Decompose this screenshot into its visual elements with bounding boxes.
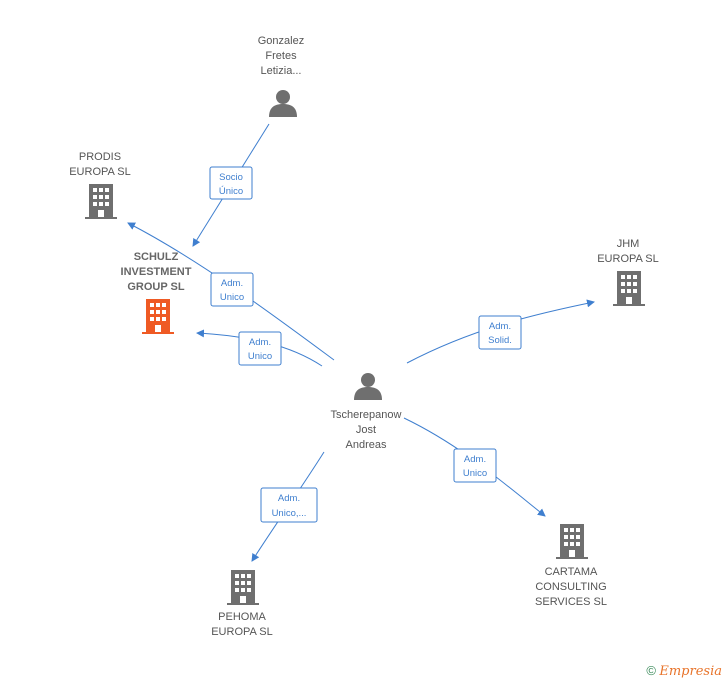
node-label-line: EUROPA SL (597, 253, 659, 265)
edge-label-adm-prodis[interactable]: Adm. Unico (210, 272, 254, 307)
footer-brand: © Empresia (646, 663, 722, 679)
node-label-line: Gonzalez (258, 35, 304, 47)
node-label-line: Fretes (265, 50, 297, 62)
edge-label-line: Adm. (489, 321, 511, 332)
node-label-line: SERVICES SL (535, 596, 607, 608)
node-label-line: SCHULZ (134, 251, 179, 263)
edges (127, 123, 595, 562)
edge-label-adm-pehoma[interactable]: Adm. Unico,... (260, 487, 318, 523)
edge-label-line: Unico (248, 351, 272, 362)
edge-label-line: Socio (219, 172, 243, 183)
person-icon (354, 373, 382, 400)
node-label-line: JHM (617, 238, 640, 250)
node-label-line: Jost (356, 424, 376, 436)
edge-label-line: Adm. (278, 493, 300, 504)
node-cartama[interactable]: CARTAMA CONSULTING SERVICES SL (535, 524, 607, 608)
edge-label-socio[interactable]: Socio Único (209, 166, 253, 200)
building-icon (613, 271, 645, 306)
node-label-line: PEHOMA (218, 611, 266, 623)
edge-label-line: Único (219, 186, 243, 197)
building-icon (227, 570, 259, 605)
building-icon (142, 299, 174, 334)
edge-label-adm-jhm[interactable]: Adm. Solid. (478, 315, 522, 350)
building-icon (556, 524, 588, 559)
node-label-line: CONSULTING (535, 581, 606, 593)
edge-label-adm-cartama[interactable]: Adm. Unico (453, 448, 497, 483)
node-label-line: GROUP SL (127, 281, 185, 293)
edge-label-line: Adm. (249, 337, 271, 348)
node-label-line: Tscherepanow (331, 409, 402, 421)
brand-logo: Empresia (659, 664, 722, 679)
copyright-symbol: © (646, 663, 657, 678)
edge-label-line: Solid. (488, 335, 512, 346)
node-tscherepanow[interactable]: Tscherepanow Jost Andreas (331, 373, 402, 451)
node-label-line: Letizia... (261, 65, 302, 77)
node-schulz[interactable]: SCHULZ INVESTMENT GROUP SL (121, 251, 192, 334)
node-prodis[interactable]: PRODIS EUROPA SL (69, 151, 131, 219)
node-label-line: INVESTMENT (121, 266, 192, 278)
edge-label-adm-schulz[interactable]: Adm. Unico (238, 331, 282, 366)
node-gonzalez[interactable]: Gonzalez Fretes Letizia... (258, 35, 304, 117)
node-label-line: EUROPA SL (69, 166, 131, 178)
edge-label-line: Unico (463, 468, 487, 479)
node-jhm[interactable]: JHM EUROPA SL (597, 238, 659, 306)
edge-label-line: Adm. (221, 278, 243, 289)
node-label-line: CARTAMA (545, 566, 598, 578)
edge-label-line: Unico,... (272, 508, 307, 519)
edge-label-line: Unico (220, 292, 244, 303)
building-icon (85, 184, 117, 219)
person-icon (269, 90, 297, 117)
node-pehoma[interactable]: PEHOMA EUROPA SL (211, 570, 273, 638)
node-label-line: EUROPA SL (211, 626, 273, 638)
edge-label-line: Adm. (464, 454, 486, 465)
node-label-line: Andreas (346, 439, 387, 451)
node-label-line: PRODIS (79, 151, 121, 163)
